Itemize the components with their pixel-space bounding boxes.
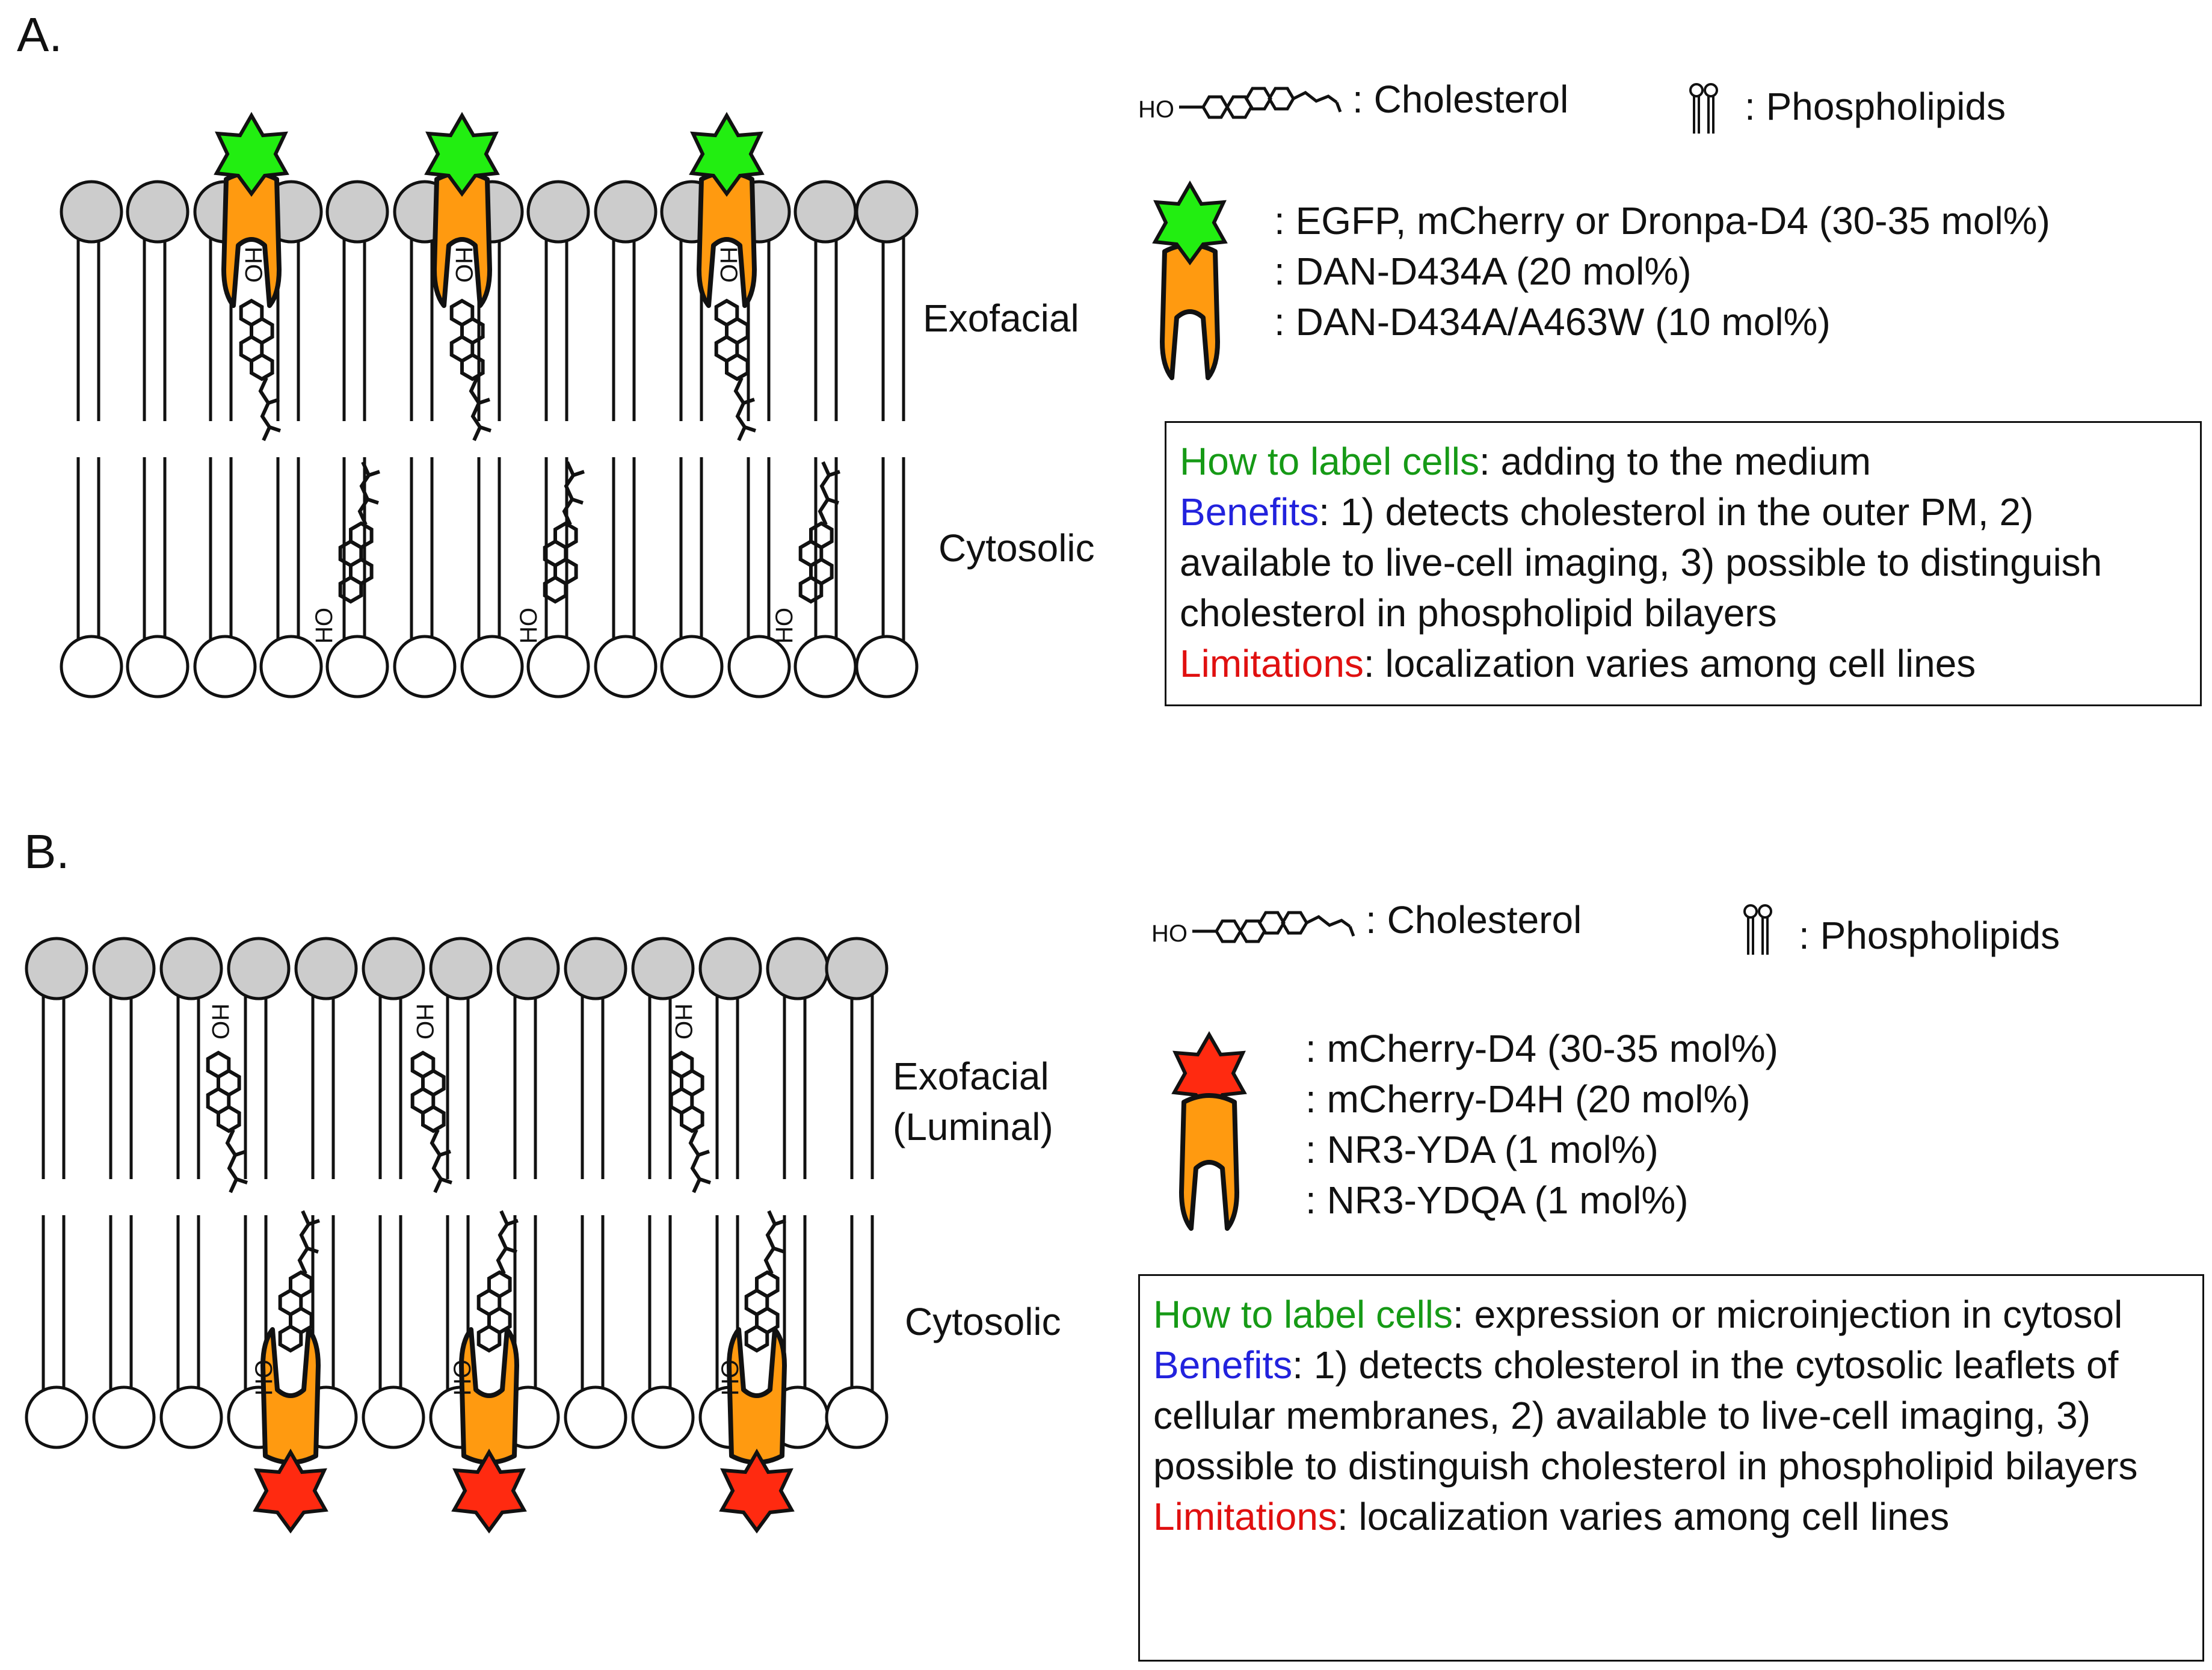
probe-a-2 <box>424 111 500 306</box>
probe-b-1 <box>253 1330 328 1534</box>
legend-b-probe-line-1: : mCherry-D4 (30-35 mol%) <box>1305 1027 1778 1070</box>
ho-label-b-out-2: HO <box>411 1003 438 1040</box>
legend-a-phospholipid-icon <box>1689 83 1718 135</box>
panel-b-label: B. <box>24 825 70 878</box>
ho-label-b-in-3: HO <box>717 1360 744 1396</box>
ho-label-a-in-2: HO <box>516 608 542 644</box>
limitations-text: : localization varies among cell lines <box>1337 1495 1950 1538</box>
probe-b-2 <box>451 1330 527 1534</box>
outer-leaflet-heads-b <box>25 937 889 1000</box>
inner-leaflet-heads <box>60 635 919 698</box>
panel-a-exofacial-label: Exofacial <box>923 297 1079 340</box>
probe-b-3 <box>719 1330 795 1534</box>
panel-a-limitations-row: Limitations: localization varies among c… <box>1180 638 2187 689</box>
panel-b-membrane <box>25 937 889 1534</box>
how-text: : expression or microinjection in cytoso… <box>1453 1293 2123 1336</box>
panel-a-label: A. <box>17 8 63 61</box>
ho-label-a-out-2: HO <box>451 247 477 283</box>
legend-a-probe-line-3: : DAN-D434A/A463W (10 mol%) <box>1274 300 1831 344</box>
panel-b-exofacial-label: Exofacial <box>893 1055 1049 1098</box>
panel-b-luminal-label: (Luminal) <box>893 1105 1053 1148</box>
panel-a-cytosolic-label: Cytosolic <box>938 526 1095 570</box>
probe-a-1 <box>214 111 289 306</box>
cholesterol-inner-a <box>340 462 840 602</box>
legend-a-cholesterol-ho: HO <box>1138 96 1174 123</box>
legend-b-probe-line-3: : NR3-YDA (1 mol%) <box>1305 1128 1659 1171</box>
panel-a-benefits-row: Benefits: 1) detects cholesterol in the … <box>1180 487 2187 638</box>
panel-b-info-box: How to label cells: expression or microi… <box>1138 1274 2204 1662</box>
panel-b-limitations-row: Limitations: localization varies among c… <box>1153 1491 2189 1542</box>
ho-label-a-in-1: HO <box>311 608 337 644</box>
legend-b-phospholipid-icon <box>1743 904 1772 956</box>
ho-label-a-out-3: HO <box>715 247 742 283</box>
cholesterol-inner-b <box>280 1211 786 1351</box>
panel-a-info-box: How to label cells: adding to the medium… <box>1165 421 2202 706</box>
panel-a-how-row: How to label cells: adding to the medium <box>1180 436 2187 487</box>
legend-a-probe-line-2: : DAN-D434A (20 mol%) <box>1274 250 1692 293</box>
benefits-label: Benefits <box>1180 490 1319 534</box>
legend-a-cholesterol-label: : Cholesterol <box>1352 78 1569 121</box>
limitations-text: : localization varies among cell lines <box>1363 642 1976 685</box>
panel-b-how-row: How to label cells: expression or microi… <box>1153 1289 2189 1340</box>
legend-a-phospholipids-label: : Phospholipids <box>1745 85 2006 128</box>
benefits-text: : 1) detects cholesterol in the outer PM… <box>1180 490 2103 635</box>
probe-a-3 <box>689 111 765 306</box>
limitations-label: Limitations <box>1180 642 1364 685</box>
legend-b-probe-icon <box>1171 1031 1247 1228</box>
how-label: How to label cells <box>1180 440 1479 483</box>
legend-a-probe-line-1: : EGFP, mCherry or Dronpa-D4 (30-35 mol%… <box>1274 199 2050 242</box>
cholesterol-outer-b <box>208 1053 710 1192</box>
legend-b-cholesterol-icon <box>1192 913 1354 941</box>
ho-label-a-in-3: HO <box>771 608 798 644</box>
ho-label-b-out-1: HO <box>207 1003 233 1040</box>
limitations-label: Limitations <box>1153 1495 1337 1538</box>
benefits-text: : 1) detects cholesterol in the cytosoli… <box>1153 1343 2138 1488</box>
legend-b-phospholipids-label: : Phospholipids <box>1799 914 2060 957</box>
legend-b-cholesterol-label: : Cholesterol <box>1366 898 1582 941</box>
legend-b-probe-line-2: : mCherry-D4H (20 mol%) <box>1305 1077 1751 1121</box>
ho-label-b-in-1: HO <box>251 1360 277 1396</box>
panel-a-membrane <box>60 111 919 698</box>
ho-label-b-in-2: HO <box>449 1360 476 1396</box>
ho-label-a-out-1: HO <box>240 247 266 283</box>
how-text: : adding to the medium <box>1479 440 1872 483</box>
panel-b-cytosolic-label: Cytosolic <box>905 1300 1061 1343</box>
ho-label-b-out-3: HO <box>670 1003 697 1040</box>
legend-a-probe-icon <box>1152 180 1228 378</box>
legend-a-cholesterol-icon <box>1179 88 1340 117</box>
panel-b-benefits-row: Benefits: 1) detects cholesterol in the … <box>1153 1340 2189 1491</box>
legend-b-probe-line-4: : NR3-YDQA (1 mol%) <box>1305 1179 1689 1222</box>
how-label: How to label cells <box>1153 1293 1453 1336</box>
legend-b-cholesterol-ho: HO <box>1151 920 1188 947</box>
benefits-label: Benefits <box>1153 1343 1293 1387</box>
